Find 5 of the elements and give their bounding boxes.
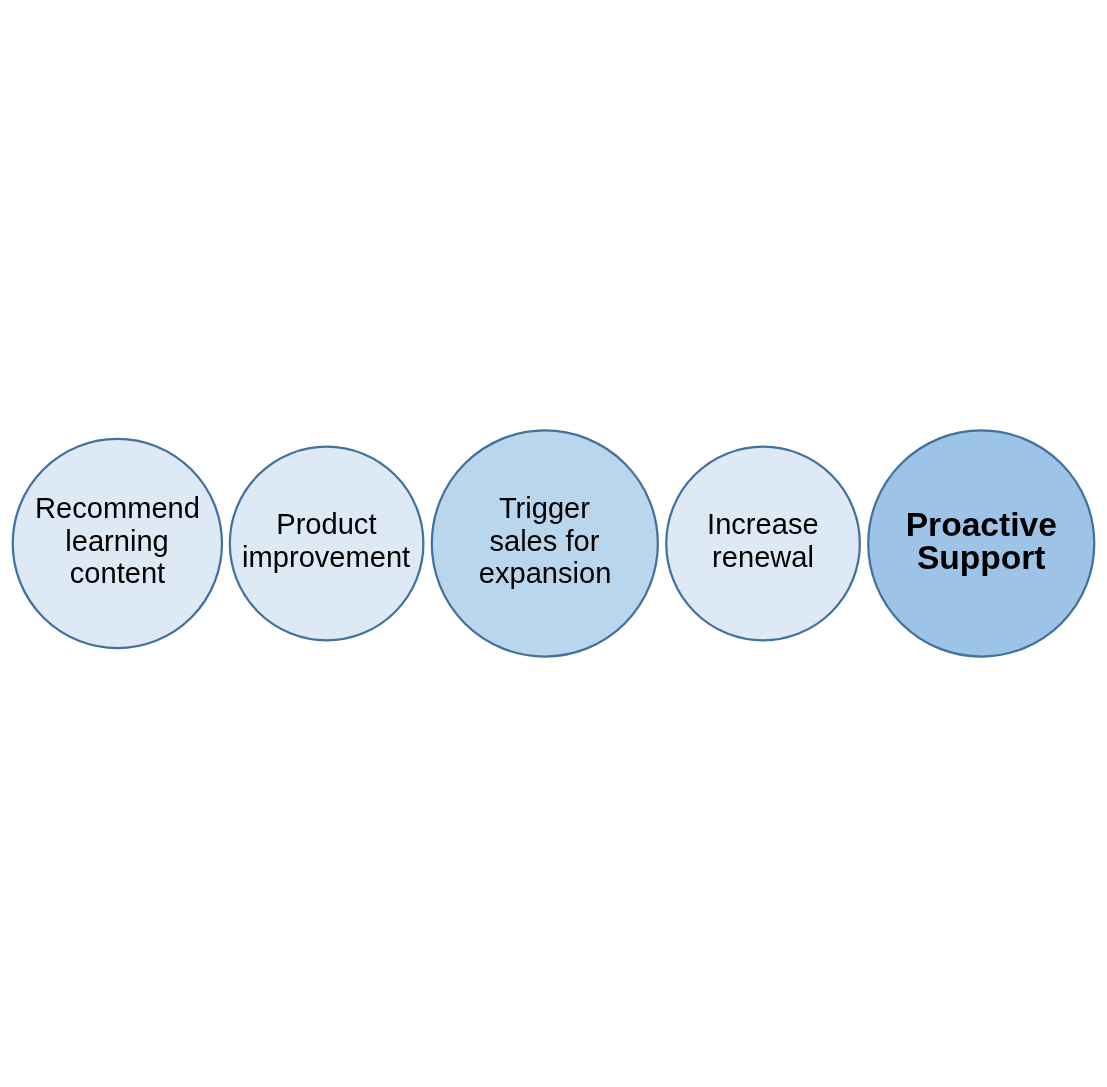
- node-circle: Proactive Support: [867, 429, 1096, 658]
- node-circle: Trigger sales for expansion: [430, 429, 659, 658]
- node-circle: Recommend learning content: [11, 437, 224, 650]
- node-circle: Product improvement: [228, 445, 425, 642]
- node-circle: Increase renewal: [665, 445, 861, 642]
